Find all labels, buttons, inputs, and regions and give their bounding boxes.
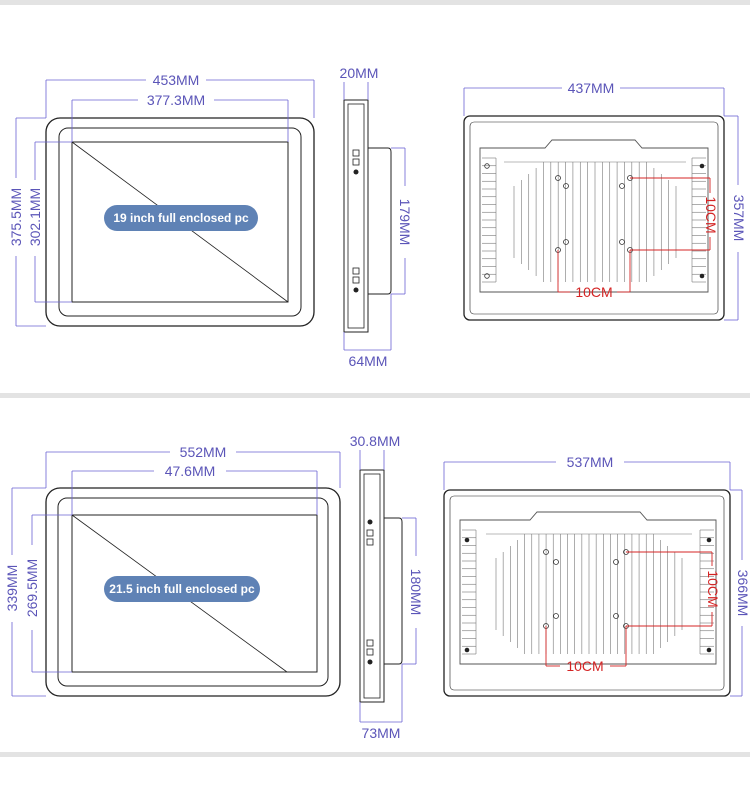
port-icon (366, 639, 374, 647)
panel-21-5-inch: 21.5 inch full enclosed pc 552MM 47.6MM … (4, 433, 750, 741)
width-screen-label: 377.3MM (147, 92, 205, 108)
hole-spacing-horizontal: 10CM (575, 284, 612, 300)
button-icon (353, 169, 359, 175)
back-view-19: 10CM 10CM 437MM 357MM (463, 80, 747, 321)
front-view-21: 21.5 inch full enclosed pc 552MM 47.6MM … (4, 444, 341, 697)
mount-hole (543, 549, 549, 555)
button-icon (353, 287, 359, 293)
width-screen-label: 47.6MM (165, 463, 216, 479)
port-icon (366, 529, 374, 537)
model-label-pill (104, 576, 260, 602)
heatsink-outline (459, 511, 717, 665)
side-box (383, 517, 403, 665)
box-height-label: 180MM (408, 569, 424, 616)
model-label: 19 inch full enclosed pc (113, 211, 249, 225)
panel-19-inch: 19 inch full enclosed pc 453MM 377.3MM 3… (8, 65, 747, 369)
port-icon (352, 276, 360, 284)
back-width-label: 437MM (568, 80, 615, 96)
hole-spacing-vertical: 10CM (703, 196, 719, 233)
back-width-label: 537MM (567, 454, 614, 470)
side-view-19: 20MM 64MM 179MM (340, 65, 413, 369)
height-screen-label: 302.1MM (27, 188, 43, 246)
depth-total-label: 73MM (362, 725, 401, 741)
height-outer-label: 375.5MM (8, 188, 24, 246)
height-screen-label: 269.5MM (24, 559, 40, 617)
button-icon (367, 519, 373, 525)
middle-band (0, 393, 750, 398)
port-icon (366, 648, 374, 656)
back-height-label: 357MM (731, 195, 747, 242)
side-box (367, 147, 392, 295)
hole-spacing-horizontal: 10CM (566, 658, 603, 674)
height-outer-label: 339MM (4, 565, 20, 612)
back-height-label: 366MM (735, 570, 750, 617)
width-outer-label: 453MM (153, 72, 200, 88)
depth-bezel-label: 20MM (340, 65, 379, 81)
back-view-21: 10CM 10CM 537MM 366MM (443, 454, 750, 697)
model-label: 21.5 inch full enclosed pc (109, 582, 255, 596)
port-icon (352, 149, 360, 157)
depth-total-label: 64MM (349, 353, 388, 369)
port-icon (366, 538, 374, 546)
hole-spacing-vertical: 10CM (705, 570, 721, 607)
front-view-19: 19 inch full enclosed pc 453MM 377.3MM 3… (8, 72, 315, 327)
model-label-pill (104, 205, 258, 231)
heatsink-fins (462, 529, 714, 655)
box-height-label: 179MM (397, 199, 413, 246)
port-icon (352, 158, 360, 166)
mount-hole (555, 175, 561, 181)
top-band (0, 0, 750, 5)
side-view-21: 30.8MM 73MM 180MM (350, 433, 424, 741)
port-icon (352, 267, 360, 275)
width-outer-label: 552MM (180, 444, 227, 460)
button-icon (367, 659, 373, 665)
bottom-band (0, 752, 750, 757)
heatsink-fins (482, 157, 706, 283)
depth-bezel-label: 30.8MM (350, 433, 401, 449)
